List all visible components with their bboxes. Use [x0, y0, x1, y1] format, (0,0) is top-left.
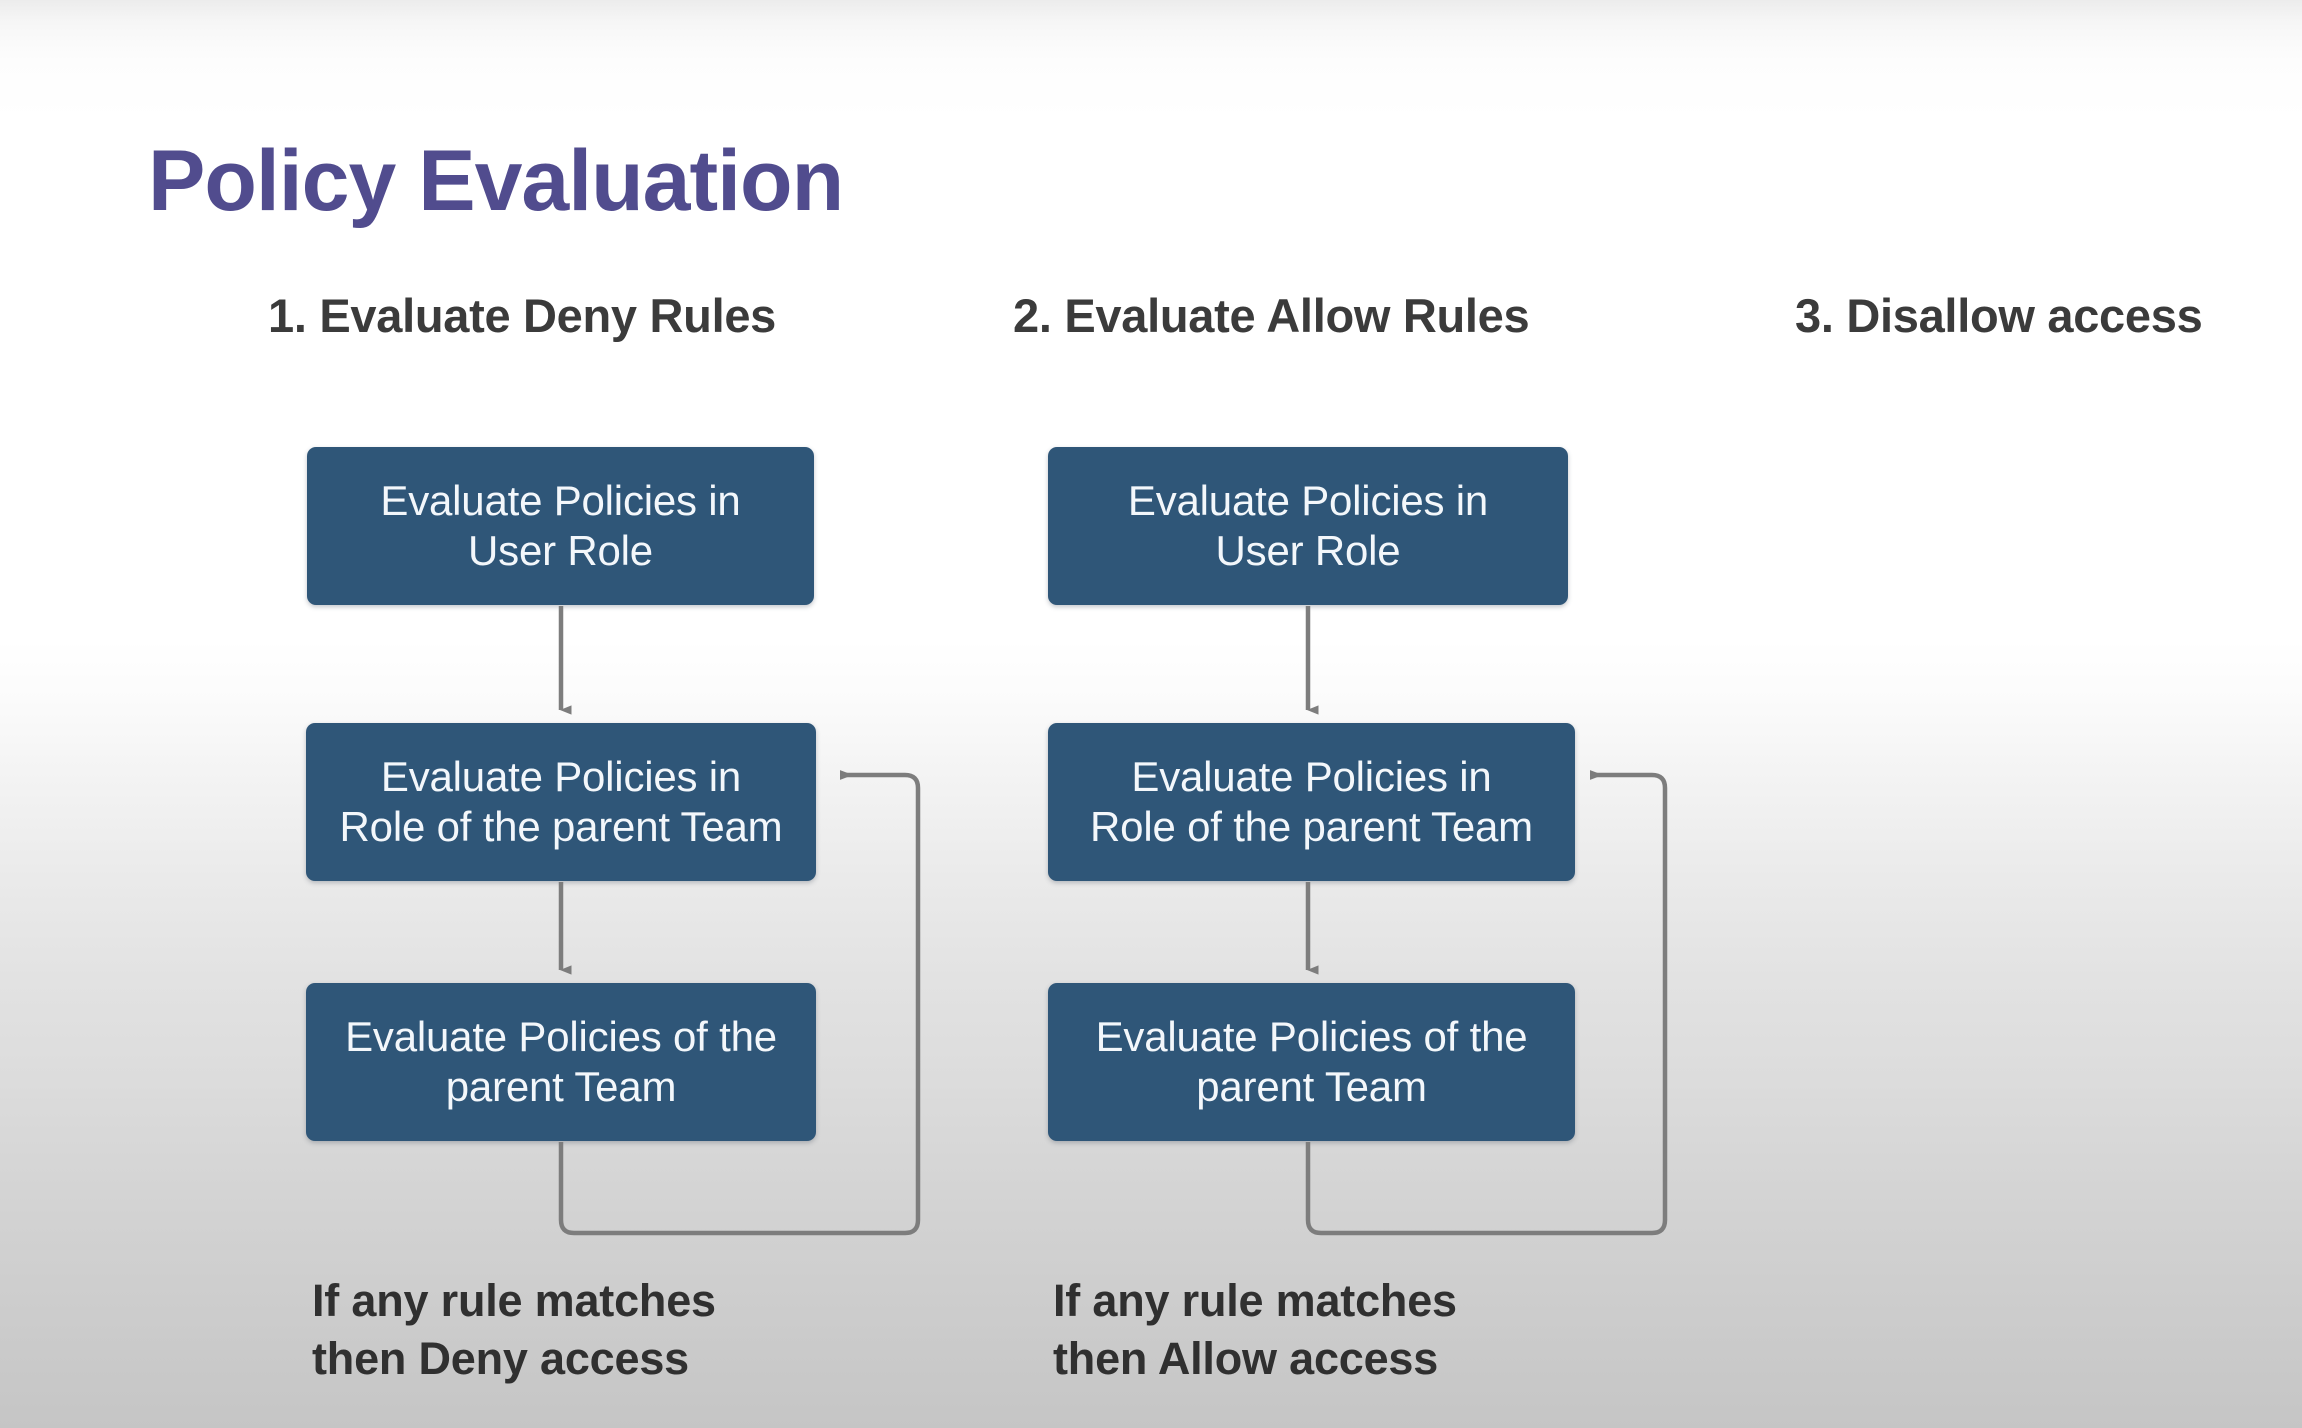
column-caption-allow: If any rule matches then Allow access: [1053, 1275, 1457, 1384]
flow-box-deny-parent-team: Evaluate Policies of the parent Team: [306, 983, 816, 1141]
flow-box-deny-user-role: Evaluate Policies in User Role: [307, 447, 814, 605]
flow-box-deny-parent-team-role: Evaluate Policies in Role of the parent …: [306, 723, 816, 881]
flow-box-allow-parent-team: Evaluate Policies of the parent Team: [1048, 983, 1575, 1141]
page-title: Policy Evaluation: [148, 133, 844, 229]
flow-box-allow-user-role: Evaluate Policies in User Role: [1048, 447, 1568, 605]
column-header-disallow-access: 3. Disallow access: [1795, 289, 2203, 342]
column-header-deny-rules: 1. Evaluate Deny Rules: [268, 289, 777, 342]
column-caption-deny: If any rule matches then Deny access: [312, 1275, 716, 1384]
flow-box-allow-parent-team-role: Evaluate Policies in Role of the parent …: [1048, 723, 1575, 881]
column-header-allow-rules: 2. Evaluate Allow Rules: [1013, 289, 1530, 342]
